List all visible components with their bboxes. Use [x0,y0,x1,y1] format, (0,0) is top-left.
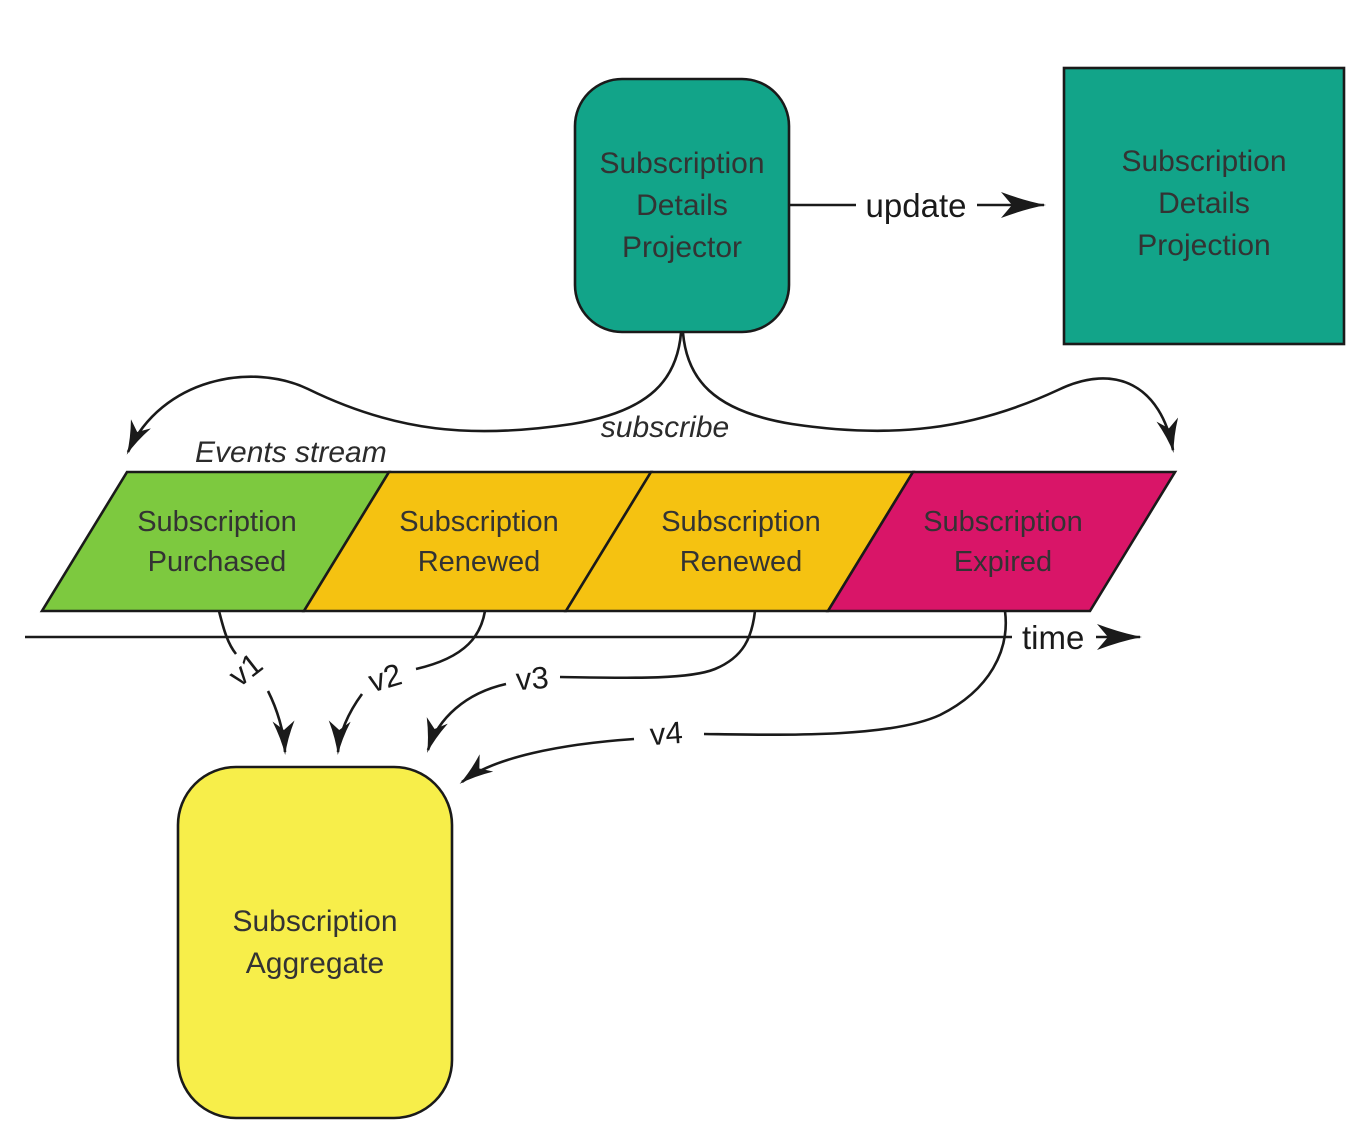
event-expired: Subscription Expired [825,470,1178,613]
v1-label: v1 [222,646,269,694]
v2-curve-end [328,693,364,755]
event-purchased-line1: Subscription [137,506,297,538]
projection-label-line2: Details [1158,187,1250,220]
subscribe-arrows: subscribe [126,332,1179,455]
projection-node: Subscription Details Projection [1062,66,1346,346]
v4-label: v4 [649,715,684,752]
v2-curve-start [415,610,487,671]
v2-arrow: v2 [328,610,487,755]
aggregate-label-line1: Subscription [232,905,397,938]
projector-label-line1: Subscription [599,147,764,180]
event-renewed-1: Subscription Renewed [301,470,654,613]
v2-label: v2 [365,657,406,700]
v3-arrow: v3 [426,610,757,753]
v4-arrow: v4 [459,610,1008,784]
events-stream: Subscription Purchased Subscription Rene… [39,470,1178,613]
events-stream-title: Events stream [195,436,387,469]
subscribe-label: subscribe [601,411,729,444]
subscribe-curve-left [126,332,683,455]
v4-curve-end [459,737,635,784]
time-axis: time [25,619,1142,656]
projector-node: Subscription Details Projector [573,77,791,334]
aggregate-box [176,765,454,1120]
projector-label-line2: Details [636,189,728,222]
projection-label-line1: Subscription [1121,145,1286,178]
v1-curve-end [266,690,295,755]
event-renewed-2-line2: Renewed [680,546,803,578]
update-arrow-label: update [866,187,967,224]
projector-label-line3: Projector [622,231,742,264]
v3-curve-end [426,682,507,753]
event-expired-line2: Expired [954,546,1052,578]
v1-arrow: v1 [217,610,295,755]
event-renewed-2-line1: Subscription [661,506,821,538]
event-expired-line1: Subscription [923,506,1083,538]
projection-label-line3: Projection [1137,229,1270,262]
event-renewed-1-line1: Subscription [399,506,559,538]
projection-box [1062,66,1346,346]
projector-box [573,77,791,334]
time-axis-label: time [1022,619,1084,656]
aggregate-node: Subscription Aggregate [176,765,454,1120]
update-arrow: update [790,187,1046,224]
v4-curve-start [703,610,1008,736]
event-expired-shape [825,470,1178,613]
event-purchased-line2: Purchased [148,546,287,578]
event-renewed-1-line2: Renewed [418,546,541,578]
aggregate-label-line2: Aggregate [246,947,384,980]
v1-curve-start [217,610,238,655]
v3-curve-start [559,610,757,680]
version-arrows: v1 v2 v3 v4 [217,610,1008,784]
subscribe-curve-right [681,332,1179,453]
event-purchased: Subscription Purchased [39,470,392,613]
v3-label: v3 [515,660,550,697]
